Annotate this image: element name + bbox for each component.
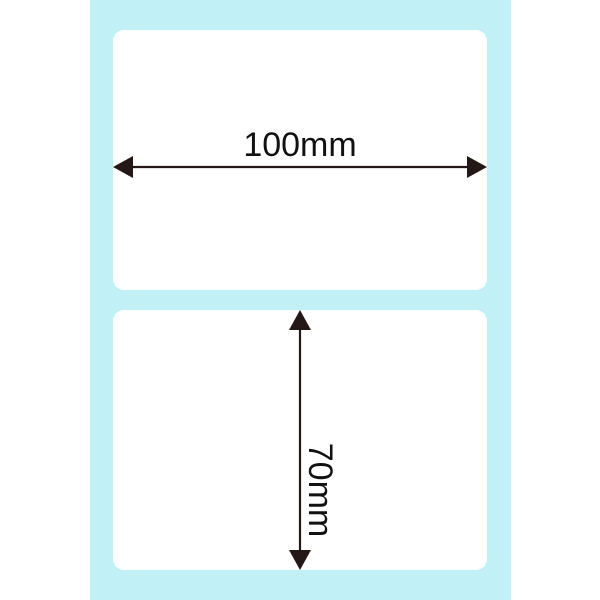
height-dimension-label: 70mm bbox=[301, 442, 339, 538]
width-dimension-label: 100mm bbox=[243, 126, 357, 164]
bottom-label bbox=[113, 310, 487, 570]
top-label bbox=[113, 30, 487, 290]
